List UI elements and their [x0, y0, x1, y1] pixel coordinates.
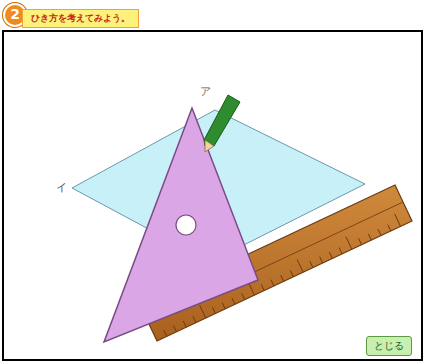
- node-text: とじる: [374, 339, 404, 353]
- close-button: とじる: [366, 336, 412, 356]
- ruler-tick: [378, 229, 381, 235]
- ruler-tick: [248, 282, 254, 295]
- ruler-tick: [320, 257, 323, 263]
- set-square: [104, 108, 258, 342]
- ruler-tick: [329, 252, 332, 258]
- frame: [3, 31, 422, 360]
- heading-band: ひき方を考えてみよう。: [22, 9, 139, 28]
- ruler-tick: [346, 237, 352, 250]
- node-text: ひき方を考えてみよう。: [31, 12, 130, 25]
- ruler-tick: [271, 280, 274, 286]
- ruler-tick: [164, 330, 167, 336]
- ruler-tick: [261, 284, 264, 290]
- ruler-tick: [212, 307, 215, 313]
- ruler-tick: [200, 305, 206, 318]
- ruler-tick: [183, 321, 186, 327]
- ruler-tick: [339, 248, 342, 254]
- ruler-tick: [222, 303, 225, 309]
- ruler-tick: [242, 293, 245, 299]
- ruler-tick: [297, 260, 303, 273]
- ruler-tick: [359, 238, 362, 244]
- ruler-tick: [281, 275, 284, 281]
- pencil: [204, 95, 240, 152]
- ruler-tick: [193, 316, 196, 322]
- ruler-tick: [232, 298, 235, 304]
- ruler-tick: [368, 234, 371, 240]
- vertex-label: イ: [56, 180, 67, 195]
- ruler-tick: [395, 214, 401, 227]
- vertex-label: ア: [200, 84, 211, 99]
- ruler-tick: [174, 325, 177, 331]
- ruler-tick: [388, 225, 391, 231]
- ruler-tick: [310, 261, 313, 267]
- ruler-tick: [290, 270, 293, 276]
